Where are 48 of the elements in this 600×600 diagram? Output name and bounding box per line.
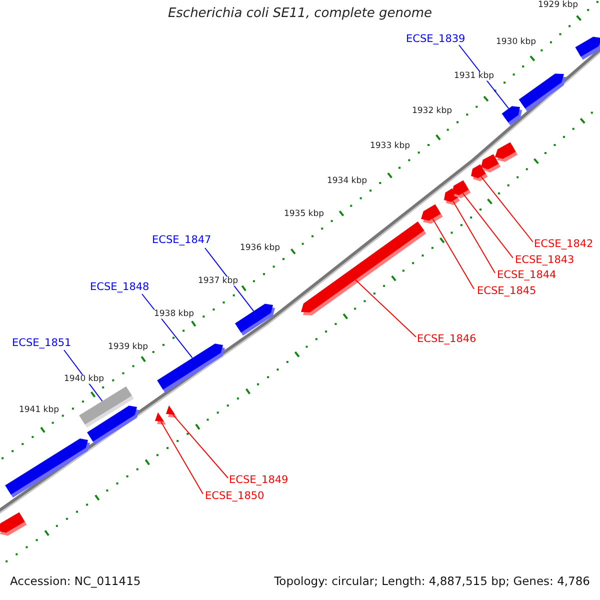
gene-feature xyxy=(0,512,27,536)
diagram-title: Escherichia coli SE11, complete genome xyxy=(168,7,432,20)
scale-label: 1938 kbp xyxy=(154,310,194,318)
gene-feature xyxy=(157,344,225,393)
gene-feature xyxy=(421,204,443,224)
leader-line xyxy=(452,200,496,274)
gene-label: ECSE_1843 xyxy=(515,255,574,266)
footer-text: Accession: NC_011415 xyxy=(10,576,141,588)
scale-label: 1939 kbp xyxy=(108,342,148,352)
gene-label: ECSE_1846 xyxy=(417,334,476,344)
gene-feature xyxy=(575,36,600,60)
gene-label: ECSE_1845 xyxy=(477,286,536,296)
gene-feature xyxy=(518,74,566,112)
gene-feature xyxy=(5,438,90,498)
gene-feature xyxy=(166,405,178,418)
gene-label: ECSE_1848 xyxy=(90,282,150,292)
gene-label: ECSE_1849 xyxy=(229,475,288,486)
scale-label: 1935 kbp xyxy=(284,210,324,218)
footer-text: Topology: circular; Length: 4,887,515 bp; Genes: 4,786 xyxy=(274,576,590,588)
leader-line xyxy=(432,218,474,290)
scale-label: 1931 kbp xyxy=(454,72,494,80)
gene-label: ECSE_1851 xyxy=(12,338,72,348)
gene-label: ECSE_1847 xyxy=(152,235,212,246)
leader-line xyxy=(355,279,416,338)
leader-line xyxy=(160,421,204,494)
gene-feature xyxy=(234,304,275,336)
leader-line xyxy=(462,192,514,258)
scale-label: 1934 kbp xyxy=(326,176,368,186)
gene-label: ECSE_1844 xyxy=(497,270,556,280)
leader-line xyxy=(172,414,228,478)
scale-label: 1936 kbp xyxy=(240,244,280,252)
gene-feature xyxy=(495,142,518,162)
gene-label: ECSE_1839 xyxy=(406,34,466,44)
scale-label: 1940 kbp xyxy=(64,374,104,384)
gene-feature xyxy=(87,406,139,445)
scale-label: 1933 kbp xyxy=(370,142,410,150)
gene-label: ECSE_1842 xyxy=(534,239,594,250)
scale-label: 1941 kbp xyxy=(18,406,60,414)
gene-feature xyxy=(155,412,166,425)
gene-feature xyxy=(301,222,426,316)
scale-label: 1930 kbp xyxy=(496,38,536,46)
gene-feature xyxy=(452,180,471,198)
scale-label: 1937 kbp xyxy=(198,276,238,286)
scale-label: 1929 kbp xyxy=(538,0,578,10)
gene-feature xyxy=(502,106,522,126)
gene-label: ECSE_1850 xyxy=(205,491,264,502)
leader-line xyxy=(480,176,534,242)
scale-label: 1932 kbp xyxy=(412,106,452,116)
